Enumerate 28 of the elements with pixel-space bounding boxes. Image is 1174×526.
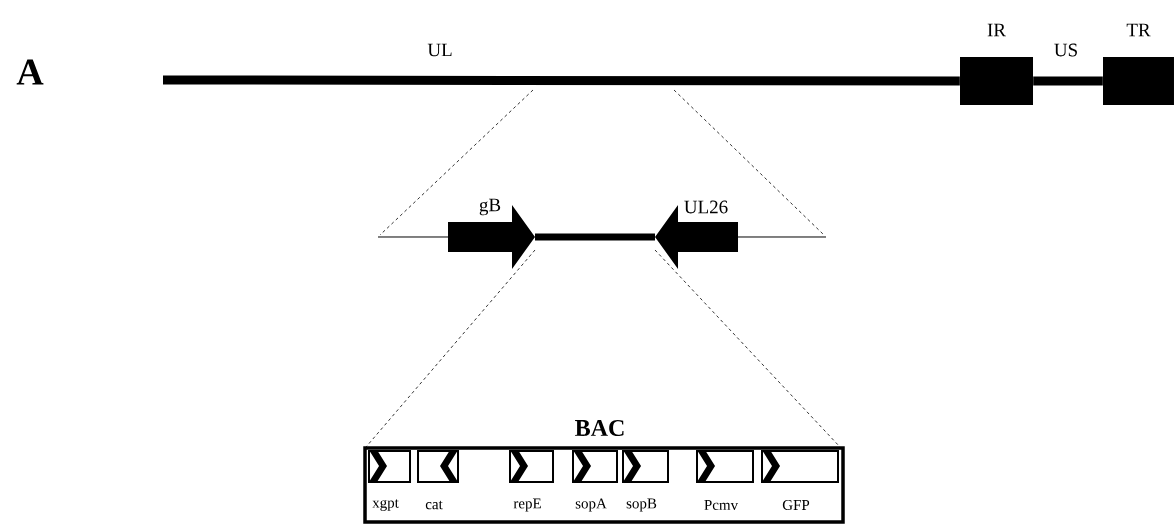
node-label: GFP <box>782 499 810 511</box>
dna-line <box>737 236 827 238</box>
gene-element: GFP <box>761 450 839 510</box>
node-label: sopA <box>575 498 607 512</box>
gene-element: Pcmv <box>696 450 754 510</box>
dna-line <box>1033 76 1103 86</box>
region-label: UL <box>427 43 452 57</box>
node-label: IR <box>987 23 1006 37</box>
node-label: xgpt <box>372 499 399 511</box>
node-label: sopB <box>626 498 657 512</box>
panel-letter: A <box>16 59 44 85</box>
node-label: repE <box>513 498 541 512</box>
node-label: cat <box>425 500 443 510</box>
dna-line <box>377 236 449 238</box>
gene-element: xgpt <box>368 450 411 511</box>
gene-element: cat <box>417 450 459 510</box>
gene-element: sopA <box>572 450 618 512</box>
repeat-region: IR <box>960 23 1033 105</box>
node-label: TR <box>1126 23 1151 37</box>
gene-element: sopB <box>622 450 669 512</box>
repeat-region: TR <box>1103 23 1174 105</box>
dna-line <box>163 75 960 86</box>
node-label: BAC <box>575 419 624 437</box>
gene-element: repE <box>509 450 554 512</box>
zoom-line <box>654 249 841 448</box>
region-label: US <box>1054 43 1077 57</box>
node-label: Pcmv <box>704 500 739 510</box>
zoom-line <box>365 249 536 448</box>
